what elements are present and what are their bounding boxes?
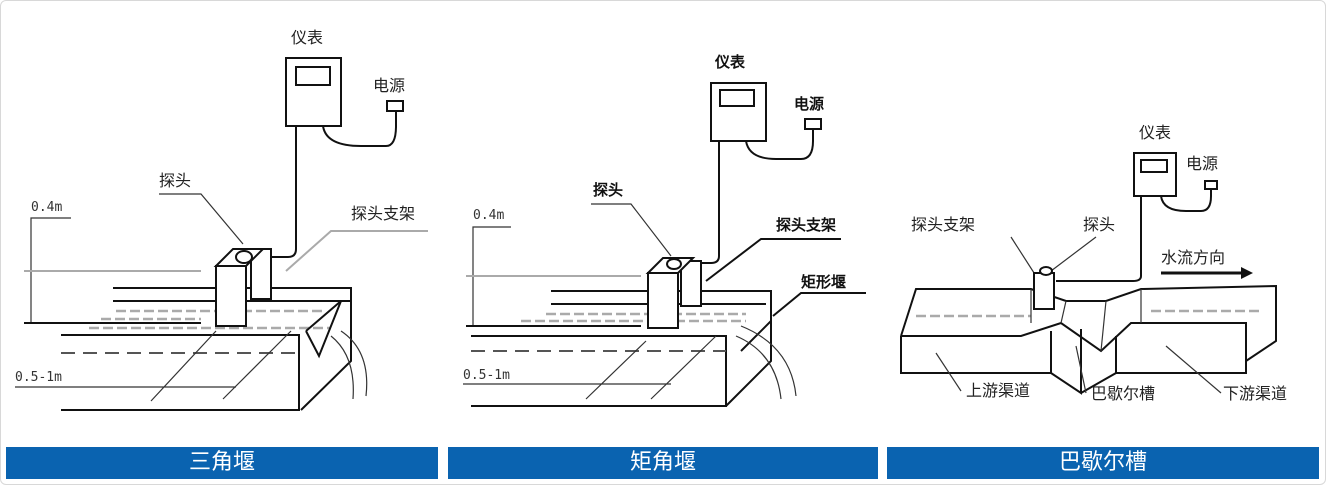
meter-display: [719, 89, 755, 107]
upstream-label: 上游渠道: [966, 381, 1030, 400]
probe-sensor-icon: [235, 250, 253, 264]
v-notch: [305, 300, 342, 359]
rectangular-weir-diagram: 仪表 电源 探头 探头支架 矩形堰 0.4m 0.5-1m: [463, 53, 866, 407]
bracket-label: 探头支架: [911, 215, 975, 234]
signal-cable: [1056, 196, 1142, 282]
weir-label: 矩形堰: [801, 273, 846, 291]
probe-leader: [1050, 236, 1097, 272]
channel-body: [471, 321, 772, 407]
meter-label: 仪表: [1139, 123, 1171, 142]
distance-dim-label: 0.5-1m: [15, 370, 62, 385]
rectangular-weir-title: 矩角堰: [448, 447, 878, 479]
distance-dim-line: [15, 330, 292, 402]
flume-label: 巴歇尔槽: [1091, 384, 1155, 403]
meter-display: [1140, 159, 1168, 173]
probe-sensor-icon: [1039, 266, 1053, 276]
power-plug-icon: [804, 118, 822, 130]
meter-box: [285, 57, 342, 127]
height-dim-label: 0.4m: [473, 208, 504, 223]
weir-leader: [772, 292, 866, 317]
probe-leader: [159, 193, 244, 245]
downstream-leader: [1165, 345, 1222, 394]
probe-label: 探头: [1083, 215, 1115, 234]
power-cable: [745, 129, 814, 160]
bracket-label: 探头支架: [776, 216, 836, 234]
power-plug-icon: [386, 100, 404, 112]
overflow-nappe: [330, 330, 368, 400]
parshall-flume-title: 巴歇尔槽: [887, 447, 1319, 479]
probe-label: 探头: [593, 181, 623, 199]
meter-label: 仪表: [291, 28, 323, 47]
power-cable: [322, 111, 397, 147]
downstream-label: 下游渠道: [1223, 384, 1287, 403]
probe-sensor-icon: [666, 258, 682, 270]
power-label: 电源: [794, 95, 824, 113]
triangular-weir-title: 三角堰: [6, 447, 438, 479]
height-dim-label: 0.4m: [31, 200, 62, 215]
overflow-nappe: [735, 325, 797, 400]
flow-arrowhead-icon: [1241, 267, 1253, 279]
bracket-leader: [705, 238, 841, 282]
power-label: 电源: [373, 76, 405, 95]
probe-housing: [215, 265, 247, 327]
triangular-weir-diagram: 仪表 电源 探头 探头支架 0.4m 0.5-1m: [15, 28, 428, 411]
power-cable: [1160, 189, 1212, 212]
water-surface: [521, 312, 746, 323]
probe-leader: [591, 203, 672, 257]
meter-display: [295, 66, 331, 86]
flume-leader: [1075, 345, 1087, 394]
parshall-flume-diagram: 仪表 电源 探头支架 探头 水流方向 上游渠道 巴歇尔槽 下游渠道: [900, 123, 1287, 403]
distance-dim-line: [463, 335, 717, 400]
bracket-leader: [285, 230, 428, 272]
probe-housing: [1033, 272, 1055, 310]
power-label: 电源: [1186, 154, 1218, 173]
flume-floor-edges: [901, 321, 1247, 361]
water-surface: [916, 309, 1261, 318]
distance-dim-label: 0.5-1m: [463, 368, 510, 383]
bracket-label: 探头支架: [351, 204, 415, 223]
meter-label: 仪表: [714, 53, 746, 71]
flume-transitions: [1030, 289, 1142, 352]
signal-cable: [269, 126, 297, 258]
probe-housing: [647, 272, 679, 329]
bracket-leader: [1010, 236, 1037, 277]
flume-body: [900, 329, 1247, 395]
signal-cable: [691, 141, 720, 264]
upstream-leader: [935, 352, 962, 392]
flow-direction-label: 水流方向: [1161, 248, 1225, 267]
height-dim-line: [30, 217, 71, 323]
water-surface: [89, 309, 331, 330]
power-plug-icon: [1204, 180, 1218, 190]
probe-label: 探头: [159, 171, 191, 190]
height-dim-line: [472, 226, 511, 326]
channel-body: [61, 334, 300, 411]
